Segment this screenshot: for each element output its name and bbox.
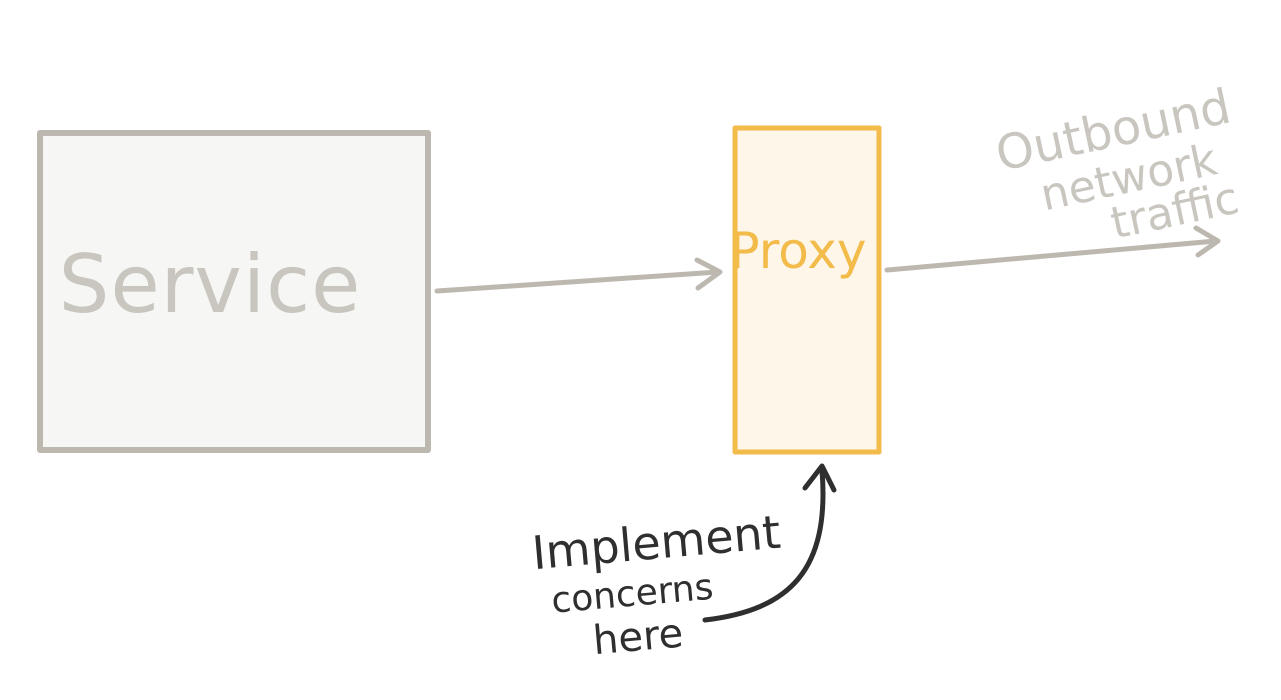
proxy-node: Proxy [730, 125, 882, 455]
outbound-traffic-label: Outbound network traffic [991, 78, 1243, 249]
service-node: Service [37, 130, 431, 453]
arrow-note-to-proxy [702, 463, 837, 623]
implement-concerns-note: Implement concerns here [530, 505, 783, 665]
note-line-3: here [591, 611, 685, 665]
arrow-outbound [884, 225, 1221, 273]
proxy-label: Proxy [730, 222, 867, 280]
arrow-service-to-proxy [434, 257, 723, 294]
service-box [37, 130, 431, 453]
service-label: Service [59, 238, 362, 331]
note-line-1: Implement [530, 505, 783, 580]
proxy-box [732, 125, 882, 455]
